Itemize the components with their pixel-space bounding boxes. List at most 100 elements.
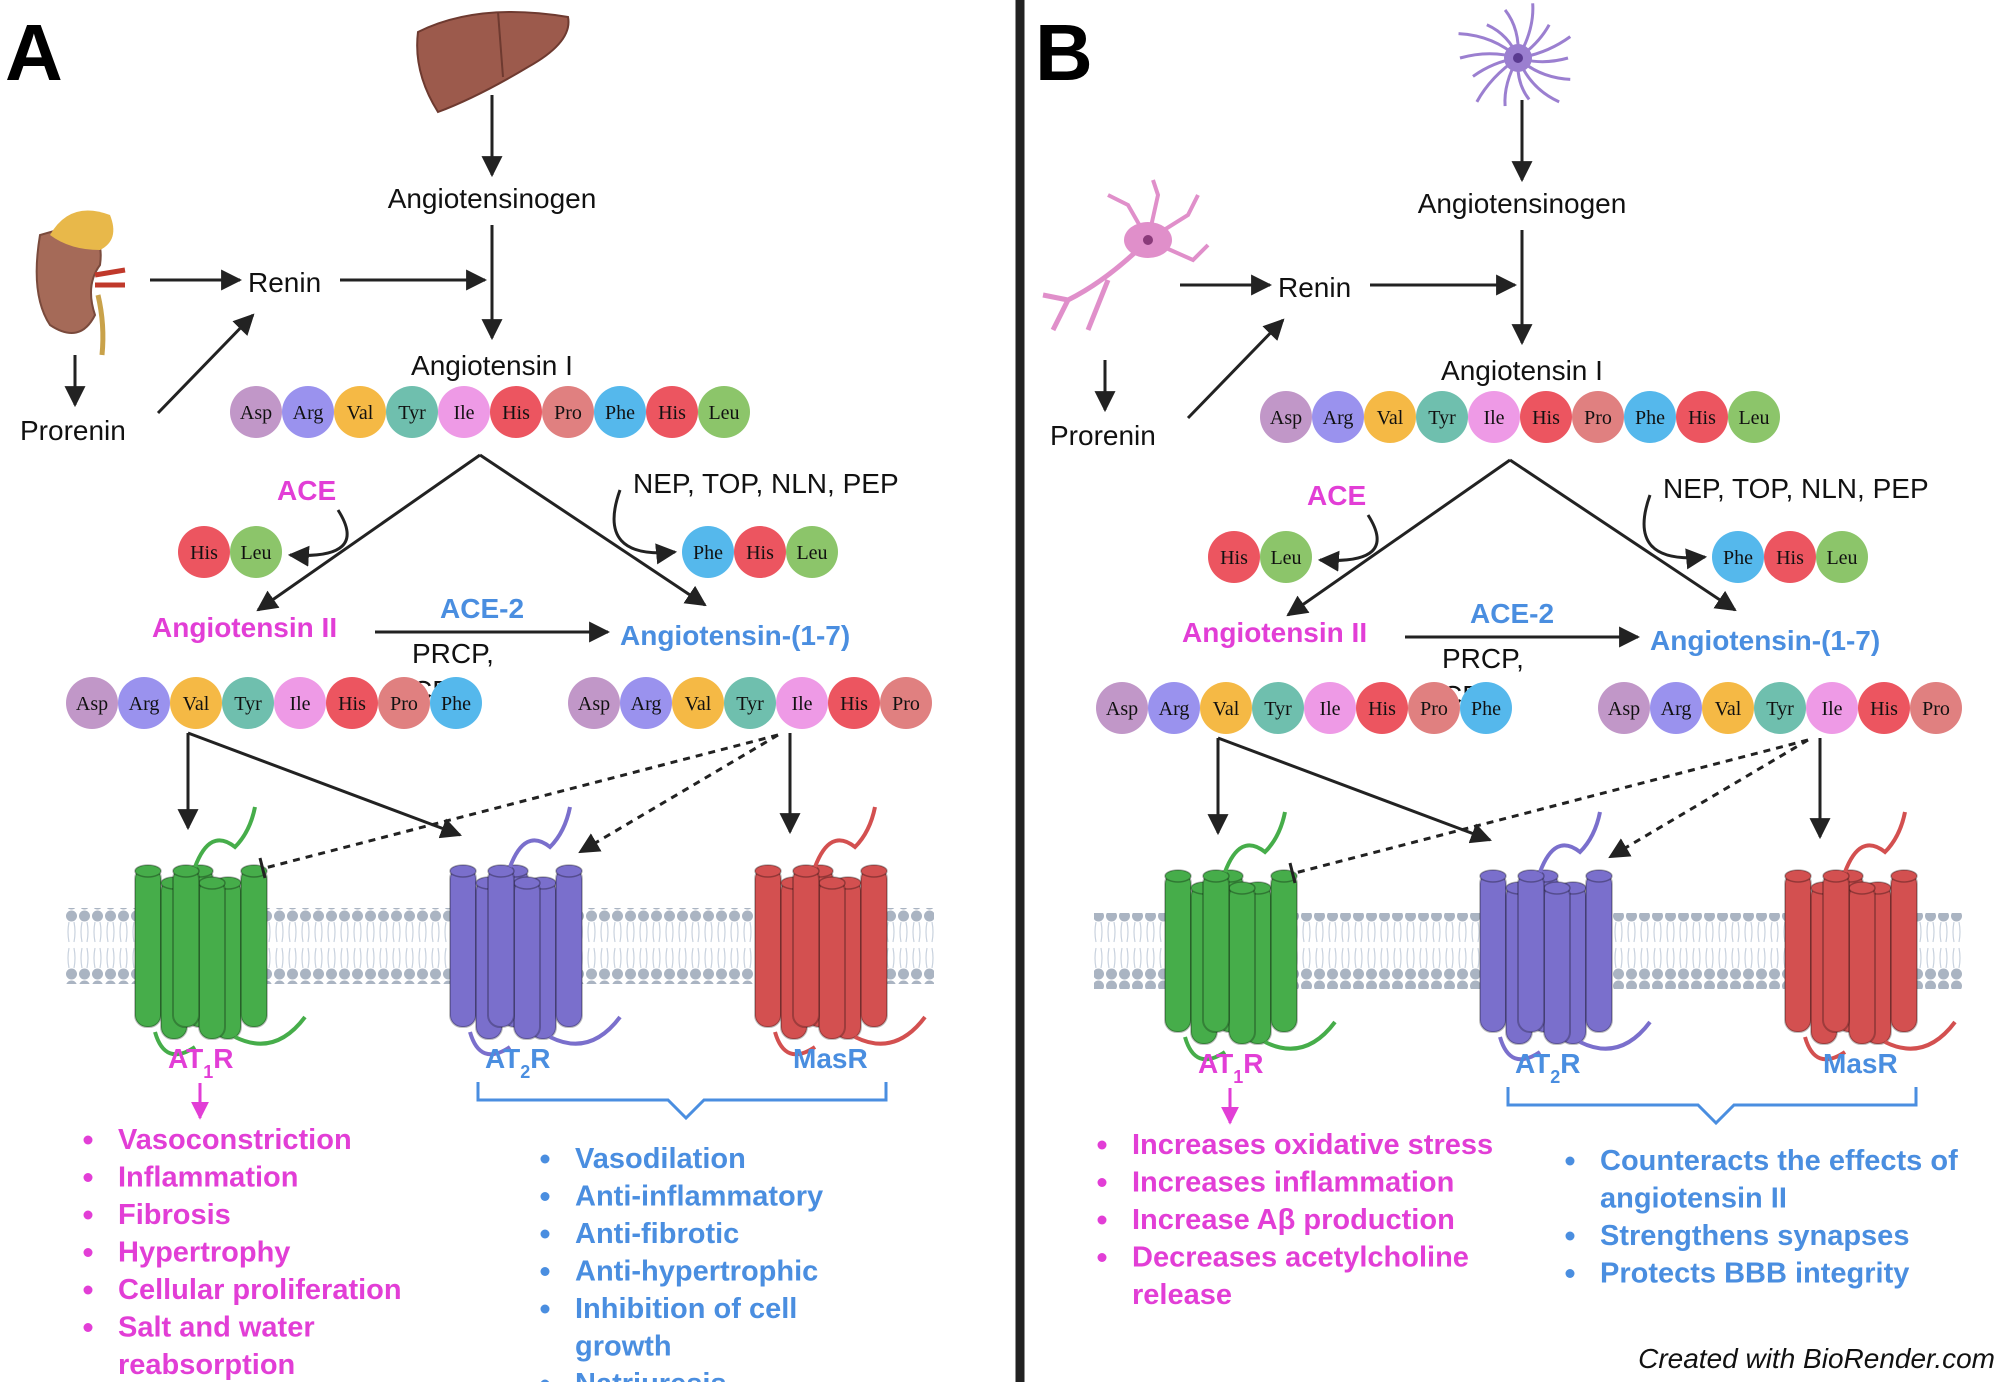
masr-label: MasR <box>1823 1048 1898 1079</box>
masr-receptor <box>754 806 927 1057</box>
amino-acid-label: His <box>502 402 530 424</box>
amino-acid-ile <box>274 677 326 729</box>
amino-acid-label: His <box>658 402 686 424</box>
bullet-item: Anti-hypertrophic <box>575 1256 818 1288</box>
amino-acid-label: Asp <box>1270 407 1302 429</box>
amino-acid-label: Phe <box>1471 698 1501 720</box>
at2r-receptor <box>449 806 622 1057</box>
amino-acid-label: Ile <box>1319 698 1340 720</box>
amino-acid-label: His <box>338 693 366 715</box>
amino-acid-label: Ile <box>289 693 310 715</box>
ace-label: ACE <box>277 475 336 506</box>
bullet-item: Protects BBB integrity <box>1600 1258 1909 1290</box>
bullet-item: reabsorption <box>118 1349 295 1381</box>
amino-acid-label: Leu <box>1826 547 1857 569</box>
amino-acid-phe <box>682 526 734 578</box>
amino-acid-label: Phe <box>1635 407 1665 429</box>
amino-acid-label: Asp <box>1106 698 1138 720</box>
amino-acid-label: His <box>1688 407 1716 429</box>
bullet-item: Increases oxidative stress <box>1132 1129 1493 1161</box>
amino-acid-label: Ile <box>453 402 474 424</box>
amino-acid-label: Tyr <box>398 402 426 424</box>
amino-acid-tyr <box>222 677 274 729</box>
amino-acid-label: Phe <box>441 693 471 715</box>
amino-acid-leu <box>786 526 838 578</box>
amino-acid-label: Tyr <box>1264 698 1292 720</box>
angiotensin-ii-label: Angiotensin II <box>152 612 337 643</box>
amino-acid-leu <box>230 526 282 578</box>
ace-curved-arrow <box>287 509 349 567</box>
angiotensinogen-label: Angiotensinogen <box>388 183 597 214</box>
bullet-item: Hypertrophy <box>118 1237 290 1269</box>
amino-acid-label: Arg <box>129 693 160 715</box>
amino-acid-his <box>1858 682 1910 734</box>
bullet-item: angiotensin II <box>1600 1183 1787 1215</box>
angiotensin-ii-label: Angiotensin II <box>1182 617 1367 648</box>
amino-acid-his <box>1676 391 1728 443</box>
amino-acid-phe <box>594 386 646 438</box>
amino-acid-ile <box>1806 682 1858 734</box>
ang17-inhibits-at1r-line <box>1294 738 1809 875</box>
amino-acid-pro <box>378 677 430 729</box>
amino-acid-label: Leu <box>796 542 827 564</box>
amino-acid-label: Val <box>1715 698 1742 720</box>
astrocyte-icon <box>1458 3 1572 107</box>
amino-acid-pro <box>1408 682 1460 734</box>
at2r-masr-bracket <box>1506 1087 1918 1126</box>
angiotensin-ii-peptide: Asp Arg Val Tyr Ile His Pro Phe <box>1096 682 1512 734</box>
amino-acid-tyr <box>1416 391 1468 443</box>
amino-acid-label: Ile <box>1483 407 1504 429</box>
amino-acid-arg <box>1148 682 1200 734</box>
at2r-label: AT2R <box>485 1043 551 1082</box>
masr-receptor <box>1784 811 1957 1062</box>
angiotensin-ii-to-at2r-arrow <box>187 731 462 839</box>
amino-acid-label: Arg <box>631 693 662 715</box>
amino-acid-asp <box>1096 682 1148 734</box>
amino-acid-ile <box>776 677 828 729</box>
amino-acid-label: Tyr <box>234 693 262 715</box>
angiotensin-i-label: Angiotensin I <box>1441 355 1603 386</box>
angiotensinogen-label: Angiotensinogen <box>1418 188 1627 219</box>
amino-acid-label: Ile <box>791 693 812 715</box>
ace-cleavage-arrow <box>1286 458 1511 617</box>
at2r-masr-bracket <box>476 1082 888 1121</box>
amino-acid-tyr <box>1252 682 1304 734</box>
amino-acid-label: Pro <box>1584 407 1612 429</box>
amino-acid-val <box>334 386 386 438</box>
amino-acid-label: His <box>1220 547 1248 569</box>
bullet-item: Fibrosis <box>118 1199 231 1231</box>
bullet-item: growth <box>575 1331 672 1363</box>
at2r-masr-effects-list: VasodilationAnti-inflammatoryAnti-fibrot… <box>540 1143 823 1382</box>
amino-acid-label: His <box>1368 698 1396 720</box>
amino-acid-val <box>672 677 724 729</box>
bullet-item: Natriuresis <box>575 1368 727 1382</box>
bullet-item: Inhibition of cell <box>575 1293 797 1325</box>
amino-acid-pro <box>1572 391 1624 443</box>
angiotensin-1-7-label: Angiotensin-(1-7) <box>620 620 850 651</box>
amino-acid-label: Val <box>1213 698 1240 720</box>
bullet-item: Inflammation <box>118 1162 298 1194</box>
amino-acid-label: Ile <box>1821 698 1842 720</box>
prorenin-to-renin-arrow <box>1186 318 1285 420</box>
angiotensin-ii-to-at2r-arrow <box>1217 736 1492 844</box>
amino-acid-label: Asp <box>76 693 108 715</box>
amino-acid-label: Pro <box>1420 698 1448 720</box>
amino-acid-label: Leu <box>240 542 271 564</box>
nep-top-nln-pep-label: NEP, TOP, NLN, PEP <box>1663 473 1929 504</box>
amino-acid-val <box>1200 682 1252 734</box>
amino-acid-label: Arg <box>1159 698 1190 720</box>
amino-acid-leu <box>1260 531 1312 583</box>
amino-acid-tyr <box>1754 682 1806 734</box>
amino-acid-pro <box>1910 682 1962 734</box>
prorenin-to-renin-arrow <box>156 313 255 415</box>
ace2-label: ACE-2 <box>1470 598 1554 629</box>
amino-acid-label: Arg <box>293 402 324 424</box>
panel-a: AAngiotensinogenReninProreninAngiotensin… <box>5 8 934 1382</box>
